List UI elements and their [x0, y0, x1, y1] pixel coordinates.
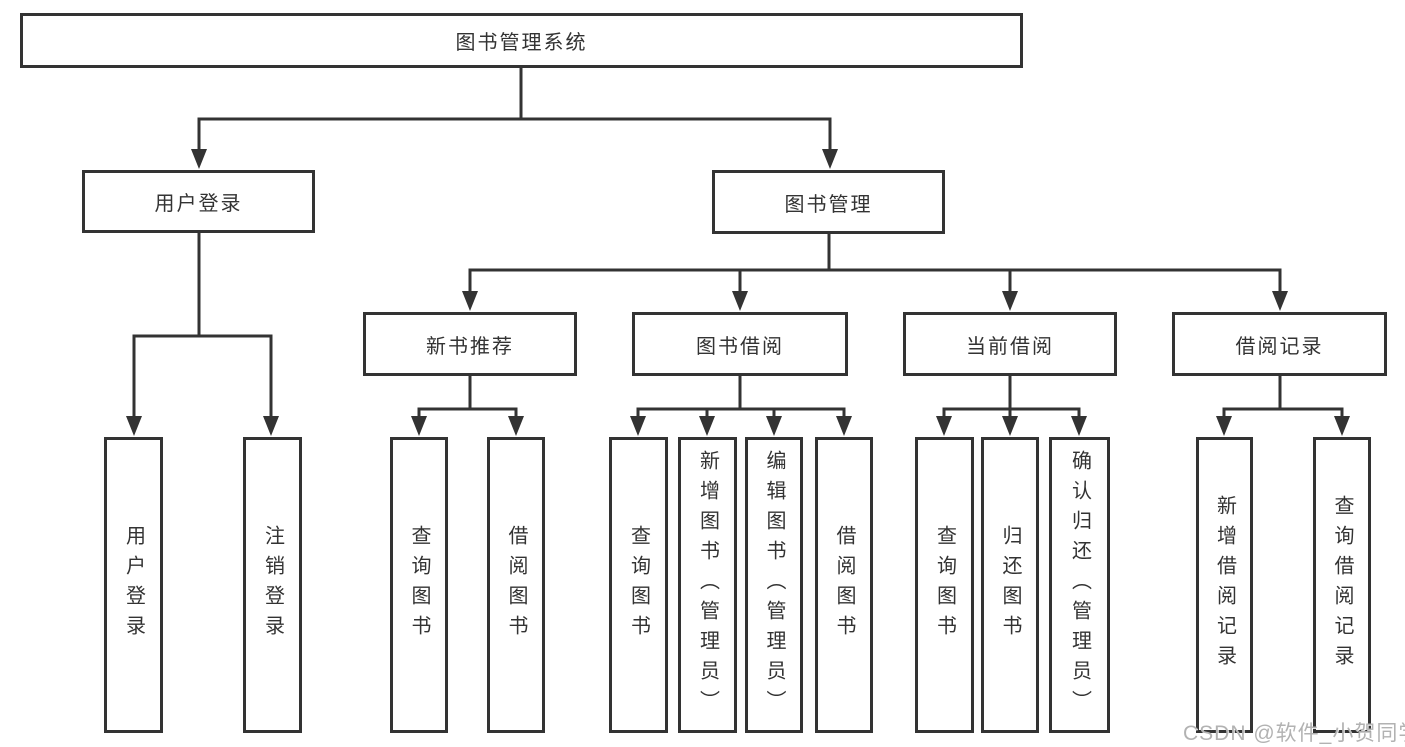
node-new-book-recommend: 新书推荐: [363, 312, 577, 376]
node-library-system: 图书管理系统: [20, 13, 1023, 68]
leaf-borrow-edit-books-admin: 编辑图书（管理员）: [745, 437, 803, 733]
node-label: 新增借阅记录: [1213, 495, 1236, 675]
leaf-borrow-add-books-admin: 新增图书（管理员）: [678, 437, 737, 733]
node-label: 用户登录: [122, 525, 145, 645]
node-user-login: 用户登录: [82, 170, 315, 233]
node-current-borrow: 当前借阅: [903, 312, 1117, 376]
node-label: 新书推荐: [426, 335, 514, 358]
node-label: 图书管理: [784, 193, 873, 216]
node-label: 查询图书: [933, 525, 956, 645]
node-label: 用户登录: [154, 193, 243, 215]
arrowheads: [126, 149, 1350, 436]
node-label: 查询图书: [627, 525, 650, 645]
node-label: 借阅图书: [505, 525, 527, 645]
node-label: 注销登录: [261, 525, 284, 645]
leaf-current-return-books: 归还图书: [981, 437, 1039, 733]
node-label: 借阅图书: [833, 525, 855, 645]
node-label: 新增图书（管理员）: [696, 450, 719, 720]
node-borrow-records: 借阅记录: [1172, 312, 1387, 376]
node-book-borrow: 图书借阅: [632, 312, 848, 376]
node-label: 图书借阅: [696, 335, 784, 358]
leaf-user-login: 用户登录: [104, 437, 163, 733]
node-label: 确认归还（管理员）: [1068, 450, 1091, 720]
node-label: 查询借阅记录: [1331, 495, 1353, 675]
node-label: 归还图书: [999, 525, 1021, 645]
leaf-logout: 注销登录: [243, 437, 302, 733]
watermark: CSDN @软件_小贺同学: [1183, 722, 1405, 745]
leaf-recommend-query-books: 查询图书: [390, 437, 448, 733]
leaf-records-add-record: 新增借阅记录: [1196, 437, 1253, 733]
node-book-management: 图书管理: [712, 170, 945, 234]
node-label: 借阅记录: [1235, 335, 1324, 358]
node-label: 查询图书: [408, 525, 430, 645]
leaf-current-query-books: 查询图书: [915, 437, 974, 733]
leaf-recommend-borrow-books: 借阅图书: [487, 437, 545, 733]
node-label: 图书管理系统: [455, 32, 588, 54]
leaf-borrow-borrow-books: 借阅图书: [815, 437, 873, 733]
leaf-current-confirm-return-admin: 确认归还（管理员）: [1049, 437, 1110, 733]
node-label: 编辑图书（管理员）: [763, 450, 785, 720]
leaf-records-query-record: 查询借阅记录: [1313, 437, 1371, 733]
node-label: 当前借阅: [966, 335, 1054, 358]
leaf-borrow-query-books: 查询图书: [609, 437, 668, 733]
